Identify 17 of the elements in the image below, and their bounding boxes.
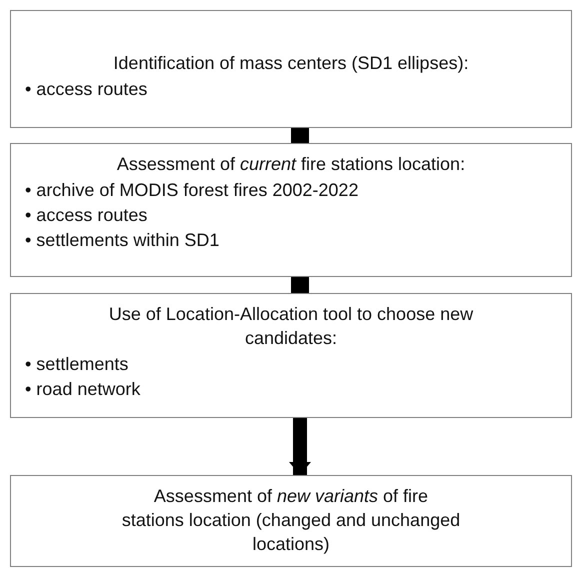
bullet-item: • access routes xyxy=(25,204,148,227)
bullet-item: • access routes xyxy=(25,78,148,101)
bullet-item: • archive of MODIS forest fires 2002-2022 xyxy=(25,179,360,202)
connector-bar xyxy=(291,128,309,143)
process-box xyxy=(10,293,572,418)
process-box xyxy=(10,10,572,128)
process-box xyxy=(10,475,572,567)
process-box xyxy=(10,143,572,277)
box-heading: Assessment of new variants of fire stations location (changed and unchanged locations) xyxy=(121,485,461,556)
bullet-item: • settlements xyxy=(25,353,130,376)
box-heading: Use of Location-Allocation tool to choose new candidates: xyxy=(108,303,474,350)
connector-bar xyxy=(291,277,309,293)
arrow xyxy=(289,418,311,475)
bullet-item: • road network xyxy=(25,378,142,401)
box-heading: Assessment of current fire stations location: xyxy=(116,153,466,176)
box-heading: Identification of mass centers (SD1 ellipses): xyxy=(112,52,470,75)
bullet-item: • settlements within SD1 xyxy=(25,229,220,252)
